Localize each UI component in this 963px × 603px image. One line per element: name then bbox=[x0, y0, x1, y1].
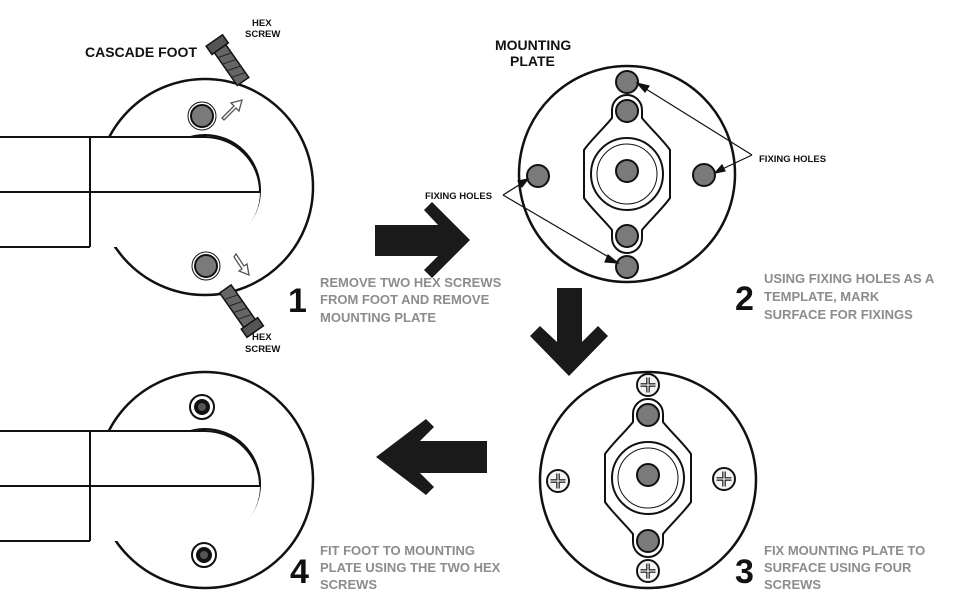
fixed-hex-hole-bottom bbox=[636, 529, 660, 553]
step-4-number: 4 bbox=[290, 553, 309, 591]
step-2-line-2: TEMPLATE, MARK bbox=[764, 289, 880, 304]
fixing-hole-bottom bbox=[615, 255, 639, 279]
arrow-left-icon bbox=[376, 419, 487, 495]
fitted-handrail-tube bbox=[0, 430, 261, 487]
fixed-plate-figure bbox=[538, 370, 758, 590]
svg-text:PLATE: PLATE bbox=[510, 53, 555, 69]
hex-screw-top-label: HEX bbox=[252, 18, 272, 29]
step-4-line-3: SCREWS bbox=[320, 577, 377, 592]
fixing-holes-left-label: FIXING HOLES bbox=[425, 191, 492, 202]
step-1-line-2: FROM FOOT AND REMOVE bbox=[320, 292, 490, 307]
hex-screw-bottom bbox=[218, 283, 265, 339]
fixing-screw-top-icon bbox=[635, 372, 661, 398]
step-1-line-1: REMOVE TWO HEX SCREWS bbox=[320, 275, 502, 290]
step-2-line-3: SURFACE FOR FIXINGS bbox=[764, 307, 913, 322]
step-3-line-2: SURFACE USING FOUR bbox=[764, 560, 912, 575]
step-3-number: 3 bbox=[735, 553, 754, 591]
svg-text:SCREW: SCREW bbox=[245, 344, 280, 355]
fixed-hex-hole-top bbox=[636, 403, 660, 427]
fixing-hole-top bbox=[615, 70, 639, 94]
fixed-center-hole bbox=[636, 463, 660, 487]
step-3: 3 FIX MOUNTING PLATE TO SURFACE USING FO… bbox=[735, 543, 925, 592]
plate-hex-hole-top bbox=[615, 99, 639, 123]
cascade-foot-figure bbox=[0, 77, 315, 297]
svg-text:SCREW: SCREW bbox=[245, 29, 280, 40]
step-2: 2 USING FIXING HOLES AS A TEMPLATE, MARK… bbox=[735, 271, 935, 322]
step-2-line-1: USING FIXING HOLES AS A bbox=[764, 271, 935, 286]
arrow-right-icon bbox=[375, 202, 470, 278]
plate-hex-hole-bottom bbox=[615, 224, 639, 248]
fixing-screw-bottom-icon bbox=[635, 558, 661, 584]
step-4: 4 FIT FOOT TO MOUNTING PLATE USING THE T… bbox=[290, 543, 501, 592]
fixing-screw-left-icon bbox=[545, 468, 571, 494]
cascade-foot-label: CASCADE FOOT bbox=[85, 44, 197, 60]
hex-screw-bottom-label: HEX bbox=[252, 332, 272, 343]
step-4-line-1: FIT FOOT TO MOUNTING bbox=[320, 543, 475, 558]
unscrew-arrow-down-icon bbox=[233, 252, 250, 277]
fixing-holes-right-label: FIXING HOLES bbox=[759, 154, 826, 165]
step-1-number: 1 bbox=[288, 282, 307, 320]
mounting-plate-figure bbox=[517, 64, 737, 284]
unscrew-arrow-up-icon bbox=[221, 99, 243, 121]
fixing-hole-right bbox=[692, 163, 716, 187]
step-1-line-3: MOUNTING PLATE bbox=[320, 310, 436, 325]
step-3-line-3: SCREWS bbox=[764, 577, 821, 592]
step-4-line-2: PLATE USING THE TWO HEX bbox=[320, 560, 501, 575]
step-3-line-1: FIX MOUNTING PLATE TO bbox=[764, 543, 925, 558]
foot-screw-hole-bottom bbox=[194, 254, 218, 278]
fixing-screw-right-icon bbox=[711, 466, 737, 492]
fixing-hole-left bbox=[526, 164, 550, 188]
hex-screw-top bbox=[205, 33, 250, 87]
step-1: 1 REMOVE TWO HEX SCREWS FROM FOOT AND RE… bbox=[288, 275, 502, 325]
step-2-number: 2 bbox=[735, 280, 754, 318]
mounting-plate-label: MOUNTING bbox=[495, 37, 571, 53]
arrow-down-icon bbox=[530, 288, 608, 376]
handrail-tube bbox=[0, 136, 261, 193]
fixing-holes-leaders bbox=[502, 81, 753, 264]
foot-screw-hole-top bbox=[190, 104, 214, 128]
fitted-foot-figure bbox=[0, 370, 315, 590]
plate-center-hole bbox=[615, 159, 639, 183]
